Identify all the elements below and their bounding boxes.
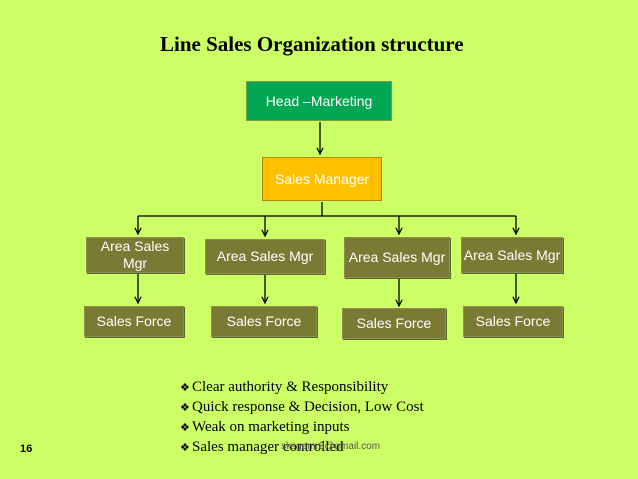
diamond-bullet-icon: ❖ <box>180 402 190 414</box>
area-sales-mgr-box-1: Area Sales Mgr <box>86 237 184 273</box>
diamond-bullet-icon: ❖ <box>180 382 190 394</box>
head-marketing-box: Head –Marketing <box>246 81 392 121</box>
bullet-item: ❖Clear authority & Responsibility <box>180 377 424 397</box>
diamond-bullet-icon: ❖ <box>180 442 190 454</box>
sales-force-box-3: Sales Force <box>342 308 446 339</box>
area-sales-mgr-box-2: Area Sales Mgr <box>205 239 325 274</box>
bullet-list: ❖Clear authority & Responsibility ❖Quick… <box>180 377 424 457</box>
sales-force-box-1: Sales Force <box>84 306 184 337</box>
slide-title: Line Sales Organization structure <box>160 32 464 56</box>
sales-manager-box: Sales Manager <box>262 157 382 201</box>
bullet-item: ❖Weak on marketing inputs <box>180 417 424 437</box>
sales-force-box-4: Sales Force <box>463 306 563 337</box>
bullet-item: ❖Sales manager controlled <box>180 437 424 457</box>
area-sales-mgr-box-3: Area Sales Mgr <box>344 237 450 278</box>
watermark-email: sksgemr8@gmail.com <box>281 441 381 452</box>
slide-number: 16 <box>20 443 33 455</box>
area-sales-mgr-box-4: Area Sales Mgr <box>461 237 563 273</box>
diamond-bullet-icon: ❖ <box>180 422 190 434</box>
sales-force-box-2: Sales Force <box>211 306 317 337</box>
bullet-item: ❖Quick response & Decision, Low Cost <box>180 397 424 417</box>
